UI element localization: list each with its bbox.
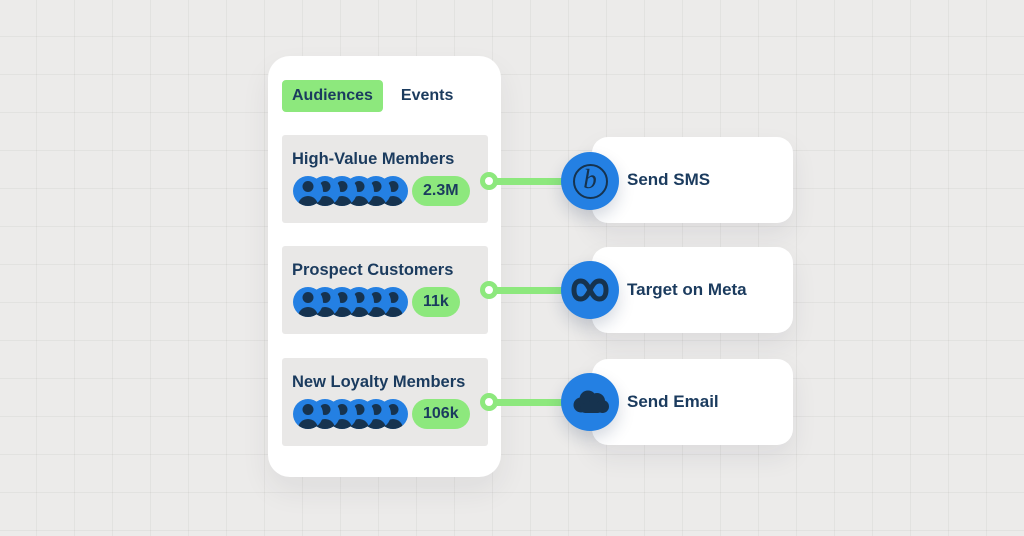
salesforce-logo-icon	[573, 390, 609, 413]
audience-count-badge: 106k	[412, 399, 470, 429]
avatar-group	[293, 399, 408, 429]
audience-row: 106k	[293, 399, 488, 429]
channel-node-braze[interactable]: b	[561, 152, 619, 210]
action-label: Send SMS	[627, 170, 711, 189]
avatar-group	[293, 176, 408, 206]
meta-logo-icon	[571, 278, 609, 302]
connector-port[interactable]	[480, 172, 498, 190]
person-avatar-icon	[293, 399, 323, 429]
action-label: Send Email	[627, 392, 719, 411]
avatar-group	[293, 287, 408, 317]
channel-node-meta[interactable]	[561, 261, 619, 319]
person-avatar-icon	[293, 287, 323, 317]
audience-card-high-value-members[interactable]: High-Value Members 2.3M	[282, 135, 488, 223]
person-avatar-icon	[293, 176, 323, 206]
audience-title: High-Value Members	[292, 150, 455, 168]
audience-count-badge: 11k	[412, 287, 460, 317]
audience-title: New Loyalty Members	[292, 373, 466, 391]
action-label: Target on Meta	[627, 280, 747, 299]
connector-line	[486, 287, 592, 294]
audiences-panel: Audiences Events High-Value Members 2.3M…	[268, 56, 501, 477]
audience-card-new-loyalty-members[interactable]: New Loyalty Members 106k	[282, 358, 488, 446]
audience-count-badge: 2.3M	[412, 176, 470, 206]
connector-port[interactable]	[480, 393, 498, 411]
connector-line	[486, 399, 592, 406]
tab-events[interactable]: Events	[400, 87, 454, 104]
audience-row: 2.3M	[293, 176, 488, 206]
audience-card-prospect-customers[interactable]: Prospect Customers 11k	[282, 246, 488, 334]
braze-logo-icon: b	[572, 163, 608, 199]
connector-line	[486, 178, 592, 185]
channel-node-salesforce[interactable]	[561, 373, 619, 431]
connector-port[interactable]	[480, 281, 498, 299]
action-card-send-sms[interactable]: Send SMS	[592, 137, 793, 223]
tab-audiences[interactable]: Audiences	[282, 80, 383, 112]
action-card-send-email[interactable]: Send Email	[592, 359, 793, 445]
audience-row: 11k	[293, 287, 488, 317]
action-card-target-on-meta[interactable]: Target on Meta	[592, 247, 793, 333]
panel-tabs: Audiences Events	[282, 80, 453, 112]
audience-title: Prospect Customers	[292, 261, 454, 279]
